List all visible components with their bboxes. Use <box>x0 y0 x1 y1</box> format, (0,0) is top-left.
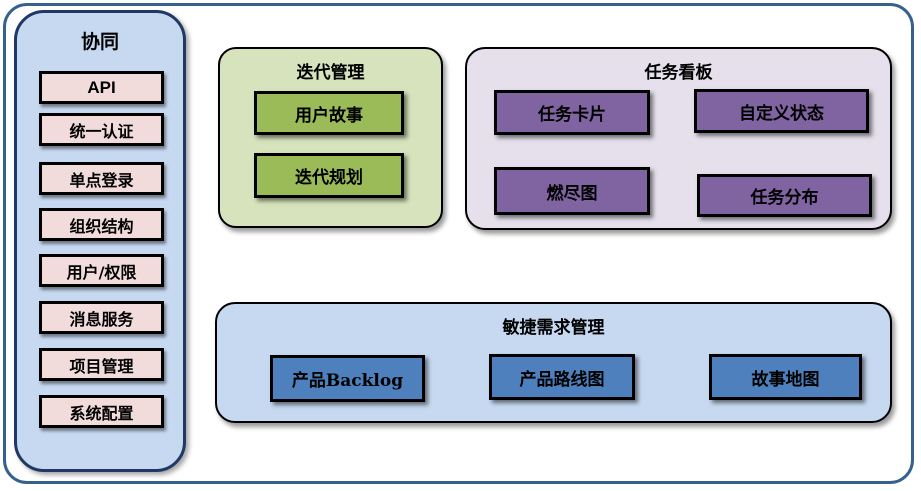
task-kanban-panel: 任务看板 任务卡片 自定义状态 燃尽图 任务分布 <box>465 47 892 230</box>
box-task-distribution: 任务分布 <box>697 174 872 217</box>
box-task-card: 任务卡片 <box>494 90 650 135</box>
sidebar-item-project-management: 项目管理 <box>39 348 164 381</box>
sidebar-item-org-structure: 组织结构 <box>39 208 164 241</box>
sidebar-item-message-service: 消息服务 <box>39 301 164 334</box>
task-kanban-title: 任务看板 <box>644 63 713 82</box>
sidebar-item-user-permission: 用户/权限 <box>39 254 164 287</box>
iteration-management-title: 迭代管理 <box>296 63 365 82</box>
sidebar-item-api: API <box>39 71 164 104</box>
box-product-backlog: 产品Backlog <box>270 355 425 402</box>
iteration-management-panel: 迭代管理 用户故事 迭代规划 <box>218 47 443 228</box>
box-product-roadmap: 产品路线图 <box>489 354 635 400</box>
collaboration-panel: 协同 API 统一认证 单点登录 组织结构 用户/权限 消息服务 项目管理 系统… <box>14 10 186 472</box>
box-custom-status: 自定义状态 <box>694 89 869 133</box>
box-story-map: 故事地图 <box>709 354 862 400</box>
sidebar-item-system-config: 系统配置 <box>39 395 164 428</box>
agile-requirements-panel: 敏捷需求管理 产品Backlog 产品路线图 故事地图 <box>215 302 892 423</box>
sidebar-item-unified-auth: 统一认证 <box>39 113 164 146</box>
sidebar-item-sso: 单点登录 <box>39 162 164 195</box>
box-user-story: 用户故事 <box>254 91 404 135</box>
agile-requirements-title: 敏捷需求管理 <box>502 318 605 337</box>
box-iteration-planning: 迭代规划 <box>254 153 404 198</box>
box-burndown-chart: 燃尽图 <box>494 167 650 215</box>
collaboration-panel-title: 协同 <box>80 32 119 53</box>
